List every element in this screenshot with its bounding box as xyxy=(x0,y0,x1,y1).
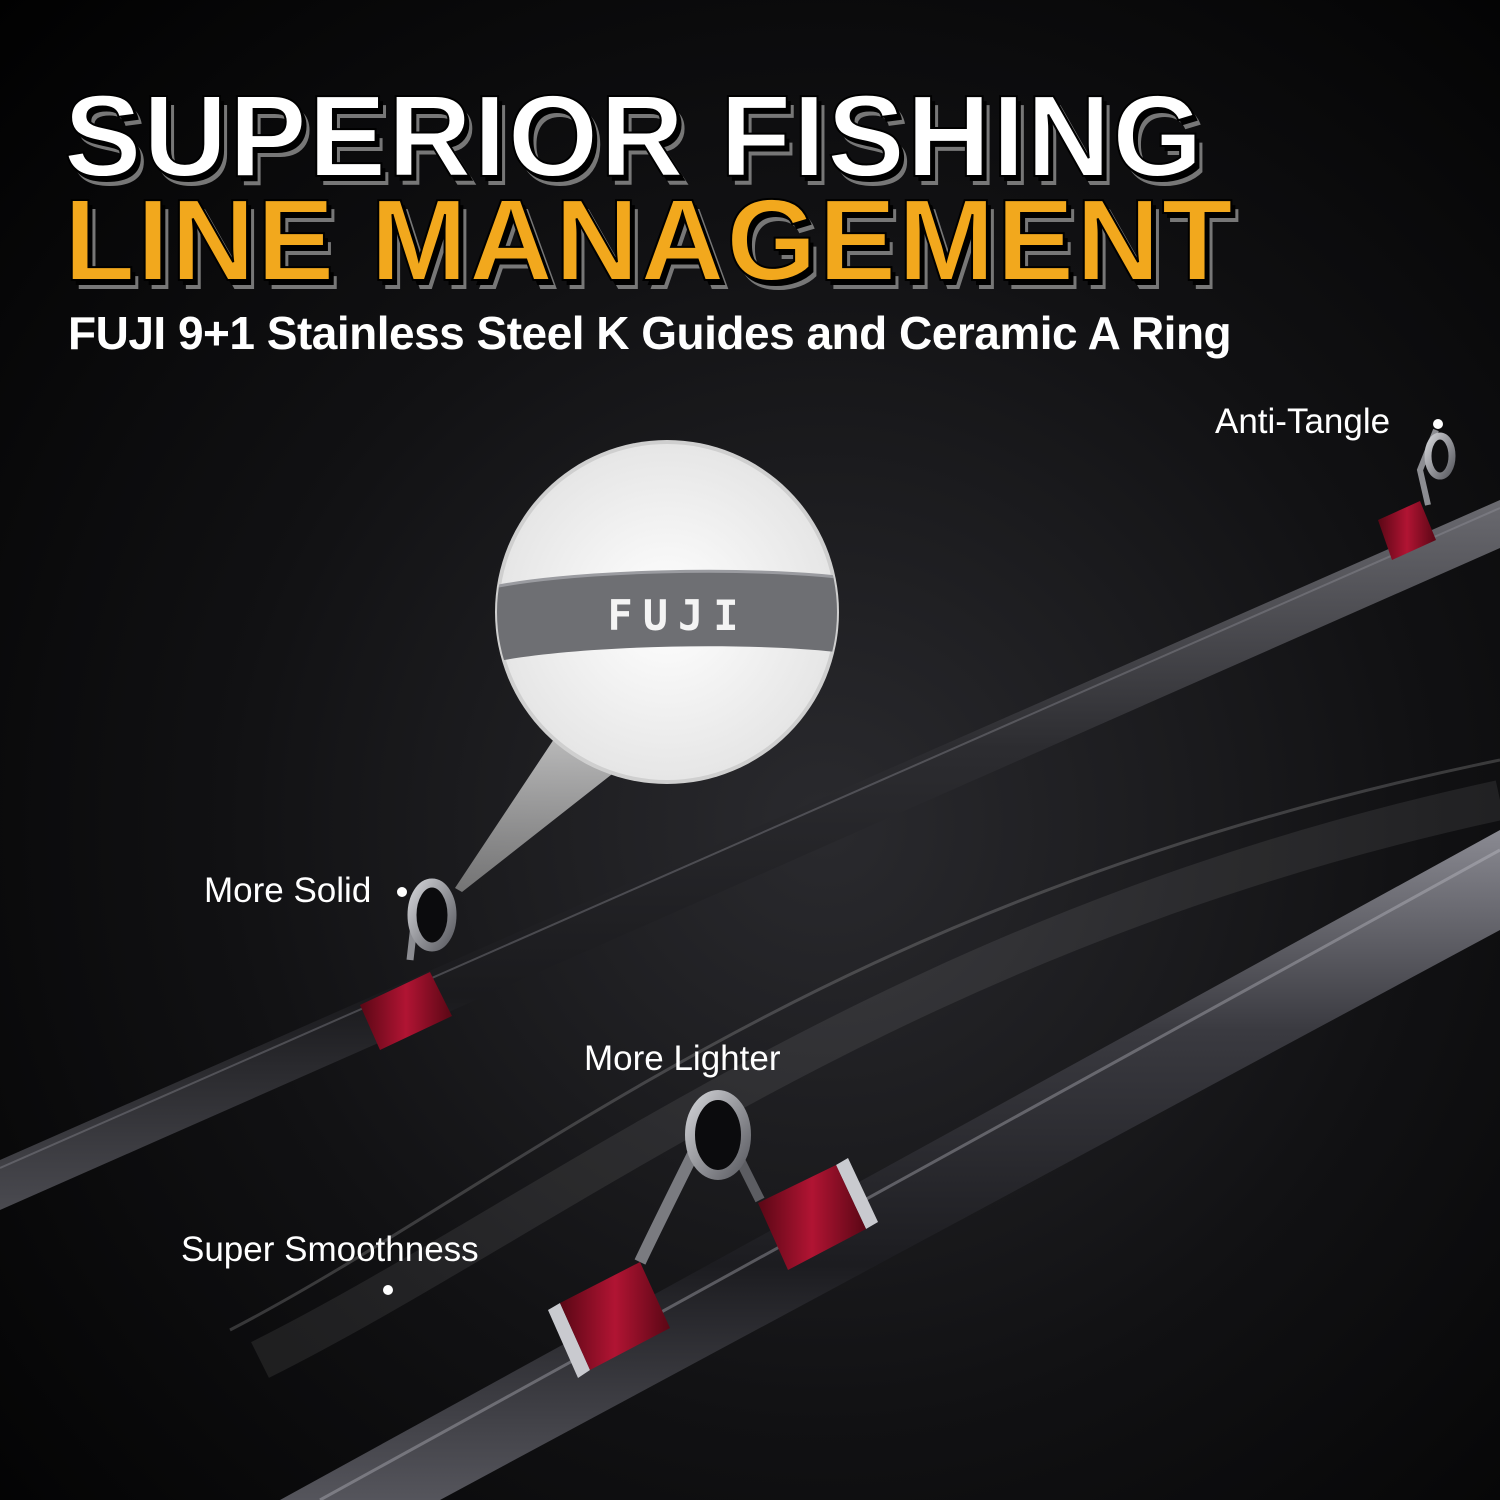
light-haze xyxy=(251,780,1500,1378)
upper-rod-highlight xyxy=(0,507,1500,1169)
zoom-cone xyxy=(455,730,630,892)
callout-dot-anti-tangle xyxy=(1433,419,1443,429)
callout-dot-super-smoothness xyxy=(383,1285,393,1295)
callout-super-smoothness: Super Smoothness xyxy=(181,1230,479,1269)
callout-dot-more-solid xyxy=(397,887,407,897)
light-streak xyxy=(229,758,1500,1332)
callout-more-lighter: More Lighter xyxy=(584,1039,781,1078)
lower-trim-band-2 xyxy=(836,1158,878,1229)
headline-line-2: LINE MANAGEMENT xyxy=(63,175,1235,305)
zoom-frame-highlight xyxy=(497,569,837,592)
zoom-guide-frame xyxy=(497,571,837,665)
lower-trim-band-1 xyxy=(548,1303,590,1378)
lower-wrap-2 xyxy=(758,1165,866,1270)
lower-rod-highlight xyxy=(319,848,1500,1500)
upper-rod-section xyxy=(0,428,1500,1210)
lower-rod-section xyxy=(280,830,1500,1500)
large-guide-ring xyxy=(685,1090,751,1180)
zoom-brand-text: FUJI xyxy=(607,591,748,640)
upper-wrap-top xyxy=(1378,501,1436,560)
top-guide-ring xyxy=(1424,432,1456,480)
upper-wrap-middle xyxy=(360,972,452,1050)
zoom-inset: FUJI xyxy=(495,440,839,784)
headline-line-1: SUPERIOR FISHING xyxy=(63,71,1205,201)
callout-more-solid: More Solid xyxy=(204,871,372,910)
middle-guide-ring xyxy=(407,878,457,952)
lower-wrap-1 xyxy=(560,1262,670,1370)
callout-anti-tangle: Anti-Tangle xyxy=(1215,402,1391,441)
subheading: FUJI 9+1 Stainless Steel K Guides and Ce… xyxy=(68,307,1232,359)
